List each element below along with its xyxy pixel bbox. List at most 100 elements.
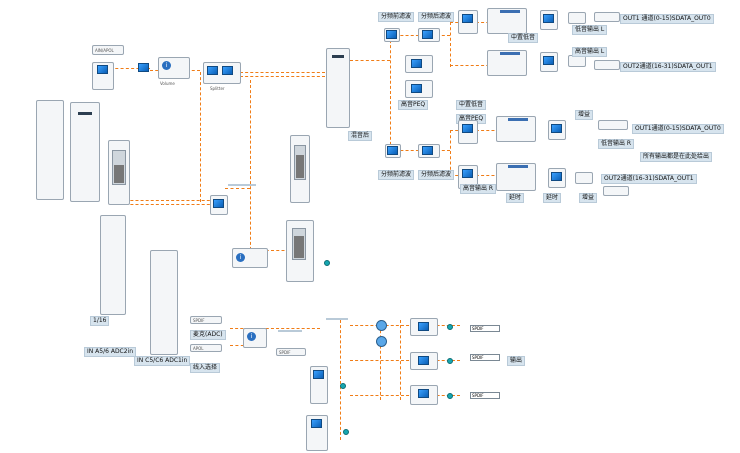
source-label: APOL (193, 346, 204, 351)
label-delay-2: 延时 (506, 193, 525, 203)
filter-icon (411, 59, 422, 68)
wire (450, 22, 451, 67)
source-label: SPDIF (193, 318, 205, 323)
dial-control[interactable] (376, 320, 387, 331)
mute-icon (213, 199, 224, 208)
wire (450, 22, 510, 23)
eq-badge (508, 165, 528, 168)
label-post-filter: 分频后滤波 (418, 12, 455, 22)
eq-badge (500, 10, 520, 13)
source-block-apol[interactable]: APOL (190, 344, 222, 352)
router-icon (138, 63, 149, 72)
delay-block[interactable] (568, 12, 586, 24)
output-block[interactable] (598, 120, 628, 130)
filter-icon (422, 30, 433, 39)
wire (250, 80, 251, 260)
label-line-in: 线入选择 (190, 363, 221, 373)
splitter-label: Splitter (210, 86, 225, 91)
wire (240, 76, 325, 77)
info-icon: i (162, 61, 171, 70)
label-delay: 延时 (543, 193, 562, 203)
label-output: 输出 (507, 356, 526, 366)
label-out-low-l: 低音输出 L (572, 25, 608, 35)
wire (350, 360, 460, 361)
label-channel (326, 318, 348, 320)
output-select[interactable]: SPDIF (470, 325, 500, 332)
mute-icon (418, 356, 429, 365)
label-input-c: IN C5/C6 ADC1in (134, 356, 191, 366)
wire (450, 130, 510, 131)
input-selector-block[interactable] (70, 102, 100, 202)
level-meter (294, 145, 306, 180)
label-gain-2: 增益 (579, 193, 598, 203)
dial-control[interactable] (376, 336, 387, 347)
wire (110, 68, 150, 69)
output-select[interactable]: SPDIF (470, 354, 500, 361)
eq-block[interactable] (496, 116, 536, 142)
label-gain: 增益 (575, 110, 594, 120)
wire (380, 320, 381, 400)
mute-icon (418, 322, 429, 331)
wire (230, 328, 320, 329)
output-select[interactable]: SPDIF (470, 392, 500, 399)
label-out4: OUT2通道(16-31)SDATA_OUT1 (601, 174, 697, 184)
mute-icon (418, 389, 429, 398)
label-band: 中置低音 (508, 33, 539, 43)
info-icon: i (236, 253, 245, 262)
filter-icon (411, 84, 422, 93)
filter-icon (422, 146, 433, 155)
wire (390, 35, 391, 155)
selector-header (78, 112, 92, 115)
label-switch (278, 330, 302, 332)
wire (110, 204, 220, 205)
label-mid: 高音PEQ (398, 100, 429, 110)
wire (450, 130, 451, 175)
wire (400, 320, 401, 400)
source-label: AIN/APOL (95, 48, 114, 53)
connection-node (343, 429, 349, 435)
wire (450, 175, 510, 176)
output-block[interactable] (603, 186, 629, 196)
gain-icon (543, 56, 554, 65)
connection-node (340, 383, 346, 389)
crossover-icon (222, 66, 233, 75)
splitter-icon (313, 370, 324, 379)
wire (350, 60, 390, 61)
gain-icon (551, 172, 562, 181)
level-meter (292, 228, 306, 260)
source-block-spdif[interactable]: SPDIF (190, 316, 222, 324)
mixer-header (332, 55, 344, 58)
label-mute (228, 184, 256, 186)
connection-node (447, 324, 453, 330)
wire (110, 200, 220, 201)
label-out3: OUT1通道(0-15)SDATA_OUT0 (632, 124, 724, 134)
wire (340, 320, 341, 440)
source-block-apol-2[interactable]: SPDIF (276, 348, 306, 356)
wire (350, 395, 460, 396)
mixer-block[interactable] (326, 48, 350, 128)
input-channel-list (36, 100, 64, 200)
output-block[interactable] (594, 12, 620, 22)
label-hp: 中置低音 (456, 100, 487, 110)
output-block[interactable] (594, 60, 620, 70)
wire (350, 325, 460, 326)
wire (450, 65, 510, 66)
peq-icon (462, 169, 473, 178)
source-block-1[interactable]: AIN/APOL (92, 45, 124, 55)
info-icon: i (247, 332, 256, 341)
eq-badge (500, 52, 520, 55)
level-meter (112, 150, 126, 185)
gain-icon (543, 14, 554, 23)
label-pre-filter-2: 分频前滤波 (378, 170, 415, 180)
label-out2: OUT2通道(16-31)SDATA_OUT1 (620, 62, 716, 72)
volume-label: Volume (160, 81, 175, 86)
label-note: 所有输出都是在此处给出 (640, 152, 713, 162)
connection-node (447, 358, 453, 364)
delay-block[interactable] (575, 172, 593, 184)
source-label: SPDIF (279, 350, 291, 355)
wire (250, 250, 295, 251)
input-bank-2[interactable] (150, 250, 178, 355)
eq-badge (508, 118, 528, 121)
input-bank-1[interactable] (100, 215, 126, 315)
